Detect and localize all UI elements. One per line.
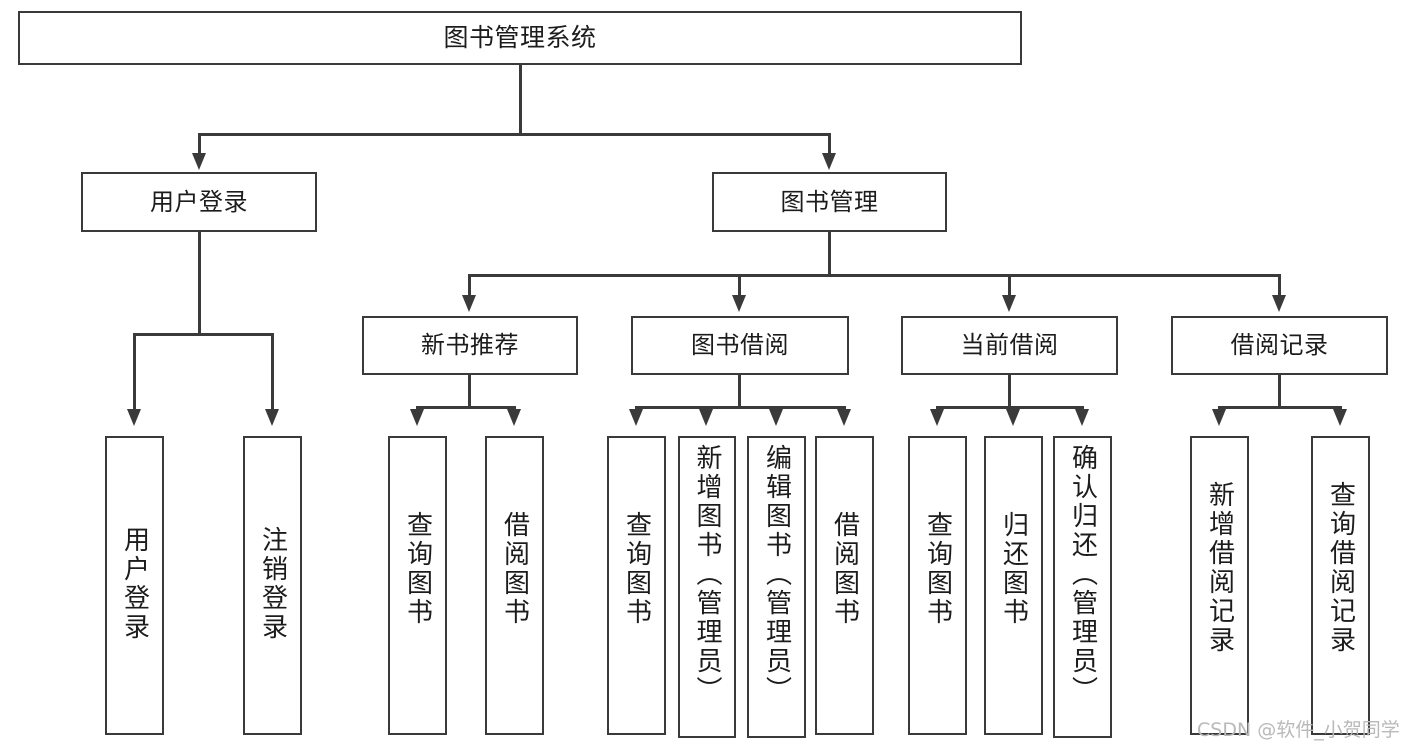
edge-root-to-user-login bbox=[198, 133, 201, 157]
edge-bm-to-current-borrow bbox=[1008, 274, 1011, 297]
edge-borrow-record-bus bbox=[1218, 406, 1341, 409]
arrow-to-user-logout-action bbox=[265, 409, 279, 426]
node-label: 新书推荐 bbox=[421, 331, 519, 360]
edge-root-to-book-management bbox=[828, 133, 831, 157]
node-label: 查询图书 bbox=[402, 511, 433, 627]
arrow-to-edit-book-admin bbox=[769, 409, 783, 426]
node-current-borrow[interactable]: 当前借阅 bbox=[901, 316, 1118, 375]
arrow-to-query-book-2 bbox=[629, 409, 643, 426]
edge-bm-to-new-book bbox=[468, 274, 471, 297]
edge-book-borrow-bus bbox=[635, 406, 844, 409]
arrow-to-query-borrow-record bbox=[1333, 409, 1347, 426]
node-query-borrow-record[interactable]: 查询借阅记录 bbox=[1311, 436, 1370, 735]
node-edit-book-admin[interactable]: 编辑图书（管理员） bbox=[747, 436, 806, 738]
arrow-to-query-book-1 bbox=[410, 409, 424, 426]
node-borrow-book-2[interactable]: 借阅图书 bbox=[815, 436, 874, 735]
arrow-to-current-borrow bbox=[1002, 295, 1016, 312]
node-return-book[interactable]: 归还图书 bbox=[984, 436, 1043, 735]
arrow-to-add-borrow-record bbox=[1212, 409, 1226, 426]
arrow-to-return-book bbox=[1006, 409, 1020, 426]
node-confirm-return-admin[interactable]: 确认归还（管理员） bbox=[1053, 436, 1112, 738]
node-label: 当前借阅 bbox=[960, 331, 1059, 360]
edge-root-bus bbox=[198, 133, 831, 136]
node-label: 借阅图书 bbox=[499, 511, 530, 627]
node-label: 借阅记录 bbox=[1230, 331, 1329, 360]
node-label: 图书借阅 bbox=[691, 331, 789, 360]
node-user-logout-action[interactable]: 注销登录 bbox=[243, 436, 302, 735]
arrow-to-borrow-book-2 bbox=[837, 409, 851, 426]
node-label: 借阅图书 bbox=[829, 511, 860, 627]
node-book-management[interactable]: 图书管理 bbox=[712, 172, 947, 232]
node-label: 图书管理系统 bbox=[443, 23, 597, 53]
arrow-to-borrow-book-1 bbox=[507, 409, 521, 426]
edge-book-management-bus bbox=[468, 274, 1280, 277]
arrow-to-new-book-recommend bbox=[462, 295, 476, 312]
node-borrow-record[interactable]: 借阅记录 bbox=[1171, 316, 1388, 375]
node-root-system[interactable]: 图书管理系统 bbox=[18, 11, 1022, 65]
node-label: 查询图书 bbox=[621, 511, 652, 627]
node-label: 查询借阅记录 bbox=[1325, 481, 1356, 655]
node-label: 用户登录 bbox=[150, 187, 248, 216]
edge-current-borrow-bus bbox=[936, 406, 1082, 409]
arrow-to-user-login-action bbox=[127, 409, 141, 426]
edge-new-book-bus bbox=[416, 406, 515, 409]
csdn-watermark: CSDN @软件_小贺同学 bbox=[1197, 719, 1400, 741]
edge-borrow-record-stem bbox=[1278, 375, 1281, 408]
node-label: 用户登录 bbox=[119, 526, 150, 642]
node-label: 注销登录 bbox=[257, 526, 288, 642]
edge-bm-to-borrow-record bbox=[1278, 274, 1281, 297]
node-label: 归还图书 bbox=[998, 511, 1029, 627]
arrow-to-confirm-return-admin bbox=[1075, 409, 1089, 426]
edge-user-login-bus bbox=[133, 333, 273, 336]
edge-bm-to-book-borrow bbox=[738, 274, 741, 297]
arrow-to-book-management bbox=[822, 153, 836, 170]
node-query-book-1[interactable]: 查询图书 bbox=[388, 436, 447, 735]
node-book-borrow[interactable]: 图书借阅 bbox=[631, 316, 849, 375]
arrow-to-add-book-admin bbox=[699, 409, 713, 426]
edge-root-stem bbox=[519, 65, 522, 135]
edge-book-management-stem bbox=[828, 232, 831, 276]
edge-user-login-to-child1 bbox=[271, 333, 274, 412]
node-user-login-action[interactable]: 用户登录 bbox=[105, 436, 164, 735]
arrow-to-query-book-3 bbox=[930, 409, 944, 426]
node-label: 编辑图书（管理员） bbox=[761, 444, 792, 705]
node-label: 确认归还（管理员） bbox=[1067, 444, 1098, 705]
node-user-login[interactable]: 用户登录 bbox=[81, 172, 317, 232]
edge-new-book-stem bbox=[468, 375, 471, 408]
node-query-book-3[interactable]: 查询图书 bbox=[908, 436, 967, 735]
edge-user-login-stem bbox=[198, 232, 201, 335]
node-label: 新增图书（管理员） bbox=[692, 444, 722, 705]
node-borrow-book-1[interactable]: 借阅图书 bbox=[485, 436, 544, 735]
arrow-to-user-login bbox=[192, 153, 206, 170]
node-label: 图书管理 bbox=[780, 187, 879, 216]
node-label: 新增借阅记录 bbox=[1204, 481, 1235, 655]
edge-user-login-to-child0 bbox=[133, 333, 136, 412]
edge-book-borrow-stem bbox=[738, 375, 741, 408]
node-add-book-admin[interactable]: 新增图书（管理员） bbox=[678, 436, 736, 738]
edge-current-borrow-stem bbox=[1008, 375, 1011, 408]
node-label: 查询图书 bbox=[922, 511, 953, 627]
node-new-book-recommend[interactable]: 新书推荐 bbox=[362, 316, 578, 375]
arrow-to-book-borrow bbox=[732, 295, 746, 312]
arrow-to-borrow-record bbox=[1272, 295, 1286, 312]
node-add-borrow-record[interactable]: 新增借阅记录 bbox=[1190, 436, 1249, 735]
node-query-book-2[interactable]: 查询图书 bbox=[607, 436, 666, 735]
